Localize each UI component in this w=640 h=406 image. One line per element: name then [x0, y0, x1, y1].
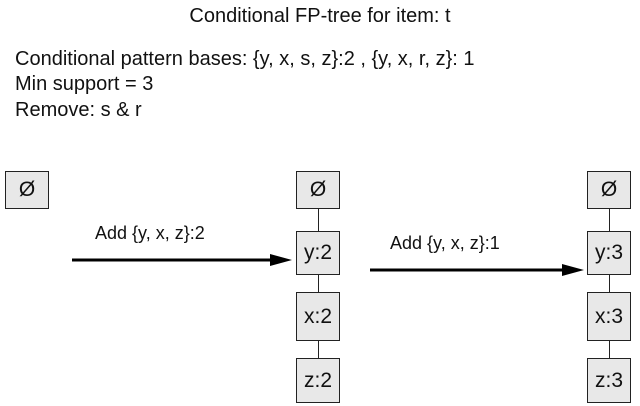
tree-2-node-x: x:3 — [587, 292, 631, 341]
step-2-label: Add {y, x, z}:1 — [390, 233, 500, 253]
tree-1-edge-y-x — [318, 275, 319, 292]
tree-1-node-z: z:2 — [296, 358, 340, 403]
diagram-title: Conditional FP-tree for item: t — [189, 5, 451, 27]
tree-1-node-x: x:2 — [296, 292, 340, 341]
tree-2-root-node: Ø — [587, 171, 631, 209]
step-2-arrow — [370, 264, 584, 276]
step-1-arrow — [72, 254, 292, 266]
tree-1-node-y: y:2 — [296, 231, 340, 275]
min-support-text: Min support = 3 — [15, 73, 154, 95]
tree-2-node-y: y:3 — [587, 231, 631, 275]
tree-2-edge-y-x — [609, 275, 610, 292]
tree-1-edge-x-z — [318, 341, 319, 358]
tree-2-edge-x-z — [609, 341, 610, 358]
tree-2-node-z: z:3 — [587, 358, 631, 403]
step-1-label: Add {y, x, z}:2 — [95, 223, 205, 243]
conditional-pattern-bases-text: Conditional pattern bases: {y, x, s, z}:… — [15, 48, 475, 70]
tree-1-edge-root-y — [318, 209, 319, 231]
tree-1-root-node: Ø — [296, 171, 340, 209]
tree-0-root-node: Ø — [5, 171, 49, 209]
remove-items-text: Remove: s & r — [15, 99, 142, 121]
tree-2-edge-root-y — [609, 209, 610, 231]
